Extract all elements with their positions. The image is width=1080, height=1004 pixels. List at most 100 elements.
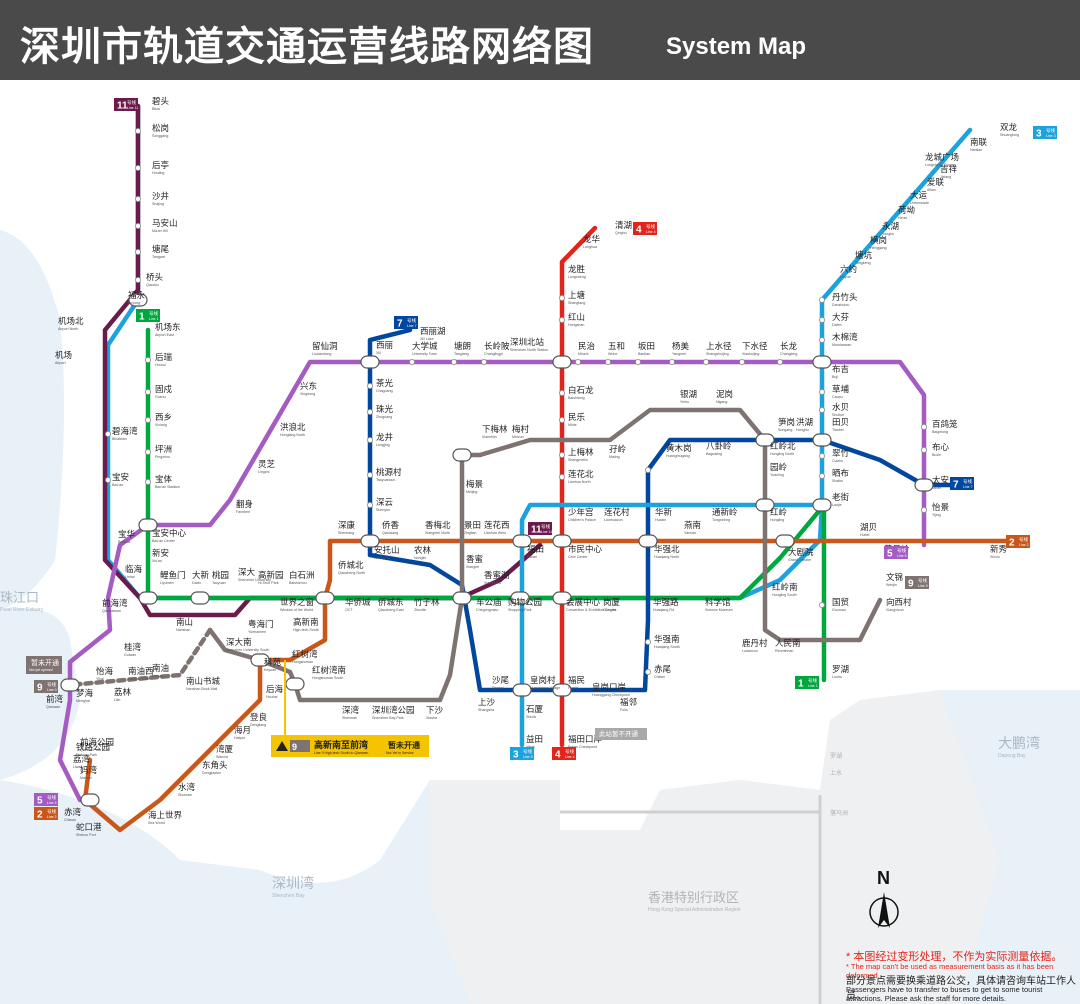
station-label: 南油 [152,663,169,674]
station-label-en: Houhai [266,695,278,699]
station-label-en: Yonghu [882,232,894,236]
station-label: 桃园 [212,570,229,581]
station-label: 机场 [55,350,72,361]
station-label-en: Baishizhou [289,581,307,585]
station-label-en: Bihaiwan [112,437,127,441]
badge-bg [34,680,58,693]
badge-cn: 号线 [541,523,550,530]
station-label: 红岭 [770,507,788,518]
station-dot [819,406,826,413]
station-label: 湾厦 [216,744,234,755]
place-name: 深圳湾 [272,875,314,892]
station-label-en: Airport [55,361,66,365]
station-label-en: Huanggang Village [530,686,560,690]
badge-number: 4 [636,225,642,236]
badge-bg [1006,535,1030,548]
station-label: 鹿丹村 [742,638,768,649]
station-label-en: Nanyou West [128,677,150,681]
station-label-en: Yuanling [770,473,784,477]
station-label: 前海湾 [102,598,128,609]
station-label: 科苑 [264,657,282,668]
station-label: 大剧院 [788,547,814,558]
station-label: 水湾 [178,782,196,793]
interchange-marker [512,534,532,548]
station-label: 龙胜 [568,264,586,275]
place-name: 大鹏湾 [998,735,1040,752]
station-label: 福田 [527,544,544,555]
badge-cn: 号线 [47,794,56,801]
station-label-en: Shangtang [568,301,585,305]
station-label: 爱联 [927,178,945,188]
tag-text: 此站暂不开通 [599,729,639,738]
note-status-cn: 暂未开通 [388,740,420,750]
badge-bg [905,576,929,589]
station-label: 深大南 [226,637,252,648]
station-label-en: Changlong [780,352,797,356]
station-label-en: Xingdong [300,392,315,396]
badge-number: 1 [139,312,145,323]
station-label: 莲花村 [604,507,630,518]
station-label: 车公庙 [476,597,502,608]
station-label: 怡景 [932,502,949,513]
badge-number: 1 [798,679,804,690]
station-label: 荷坳 [898,205,915,216]
station-label-en: Lilin [114,698,120,702]
station-label: 高新园 [258,570,284,581]
station-label: 茶光 [376,378,394,389]
station-label: 桃源村 [376,467,402,478]
station-label: 碧海湾 [112,426,138,437]
station-label-en: Tangkeng [855,261,871,265]
station-label: 翠竹 [832,448,850,459]
station-label-en: Yangmei [672,352,686,356]
badge-en: Line 1 [808,684,818,688]
station-label: 马安山 [152,218,178,229]
station-label: 八卦岭 [706,441,732,452]
station-dot [366,436,373,443]
station-dot [105,476,112,483]
interchange-marker [812,355,832,369]
station-label: 洪湖 [796,417,813,428]
badge-bg [1033,126,1057,139]
place-name: 香港特别行政区 [648,891,739,906]
station-label: 文锦 [886,572,903,583]
station-label-en: Shuanglong [1000,133,1019,137]
interchange-marker [755,498,775,512]
station-label-en: Sungang [778,428,792,432]
disclaimer-en: * The map can't be used as measurement b… [846,962,1054,980]
interchange-marker [552,534,572,548]
warning-icon [276,741,288,751]
station-label: 杨美 [672,341,690,352]
station-label-en: Liuyue [840,275,851,279]
station-label: 粤海门 [248,619,274,630]
station-label-en: Jingtian [464,531,476,535]
station-dot [819,316,826,323]
station-label: 香梅北 [425,520,451,531]
station-dot [366,501,373,508]
station-dot [144,388,151,395]
station-dot [105,430,112,437]
station-label: 泥岗 [716,389,733,400]
station-label: 国贸 [832,597,849,608]
badge-en: Line 7 [963,485,973,489]
station-label-en: Lianhua West [484,531,506,535]
badge-number: 11 [117,101,128,112]
station-label: 深圳湾公园 [372,705,415,716]
station-label-en: Qiaocheng East [378,608,404,612]
badge-cn: 号线 [897,547,906,554]
station-label-en: Keyuan [264,668,276,672]
interchange-markers [60,293,934,807]
badge-en: Line 2 [1019,543,1029,547]
station-label: 龙井 [376,432,393,443]
station-label: 留仙洞 [312,341,338,352]
station-label: 农林 [414,545,432,556]
station-label: 登良 [250,712,268,723]
station-label: 上沙 [478,698,496,708]
metro-map[interactable]: 碧头Bitou松岗Songgang后亭Houting沙井Shajing马安山Ma… [0,80,1080,1004]
station-label-en: Shaibu [832,479,843,483]
